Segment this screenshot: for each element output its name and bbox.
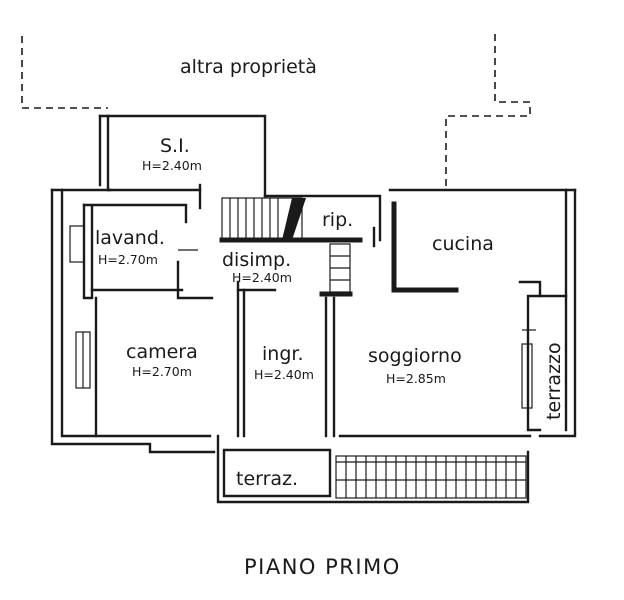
right-terrace (518, 280, 568, 432)
stairs (219, 194, 382, 248)
exterior-walls (50, 188, 577, 454)
ingresso-name: ingr. (262, 343, 304, 365)
ripostiglio-name: rip. (322, 209, 353, 231)
soggiorno-name: soggiorno (368, 345, 462, 367)
terrace-railing (336, 456, 526, 498)
camera-height: H=2.70m (132, 364, 192, 379)
ingresso-height: H=2.40m (254, 367, 314, 382)
terrazzo-bottom-name: terraz. (236, 468, 298, 490)
interior-partitions (94, 243, 353, 438)
cucina-walls (391, 201, 459, 293)
lavanderia-name: lavand. (95, 227, 165, 249)
bottom-terrace (216, 434, 530, 504)
si-room-walls (98, 114, 267, 210)
si-height: H=2.40m (142, 158, 202, 173)
lavanderia-walls (82, 203, 214, 300)
neighbor-boundary (21, 34, 531, 190)
disimpegno-name: disimp. (222, 249, 291, 271)
cucina-name: cucina (432, 233, 494, 255)
terrazzo-right-name: terrazzo (543, 342, 565, 420)
soggiorno-height: H=2.85m (386, 371, 446, 386)
left-windows (69, 225, 91, 389)
si-name: S.I. (160, 135, 190, 157)
plan-title: PIANO PRIMO (244, 555, 401, 579)
lavanderia-height: H=2.70m (98, 252, 158, 267)
disimpegno-height: H=2.40m (232, 270, 292, 285)
neighbor-label: altra proprietà (180, 56, 317, 78)
camera-name: camera (126, 341, 198, 363)
